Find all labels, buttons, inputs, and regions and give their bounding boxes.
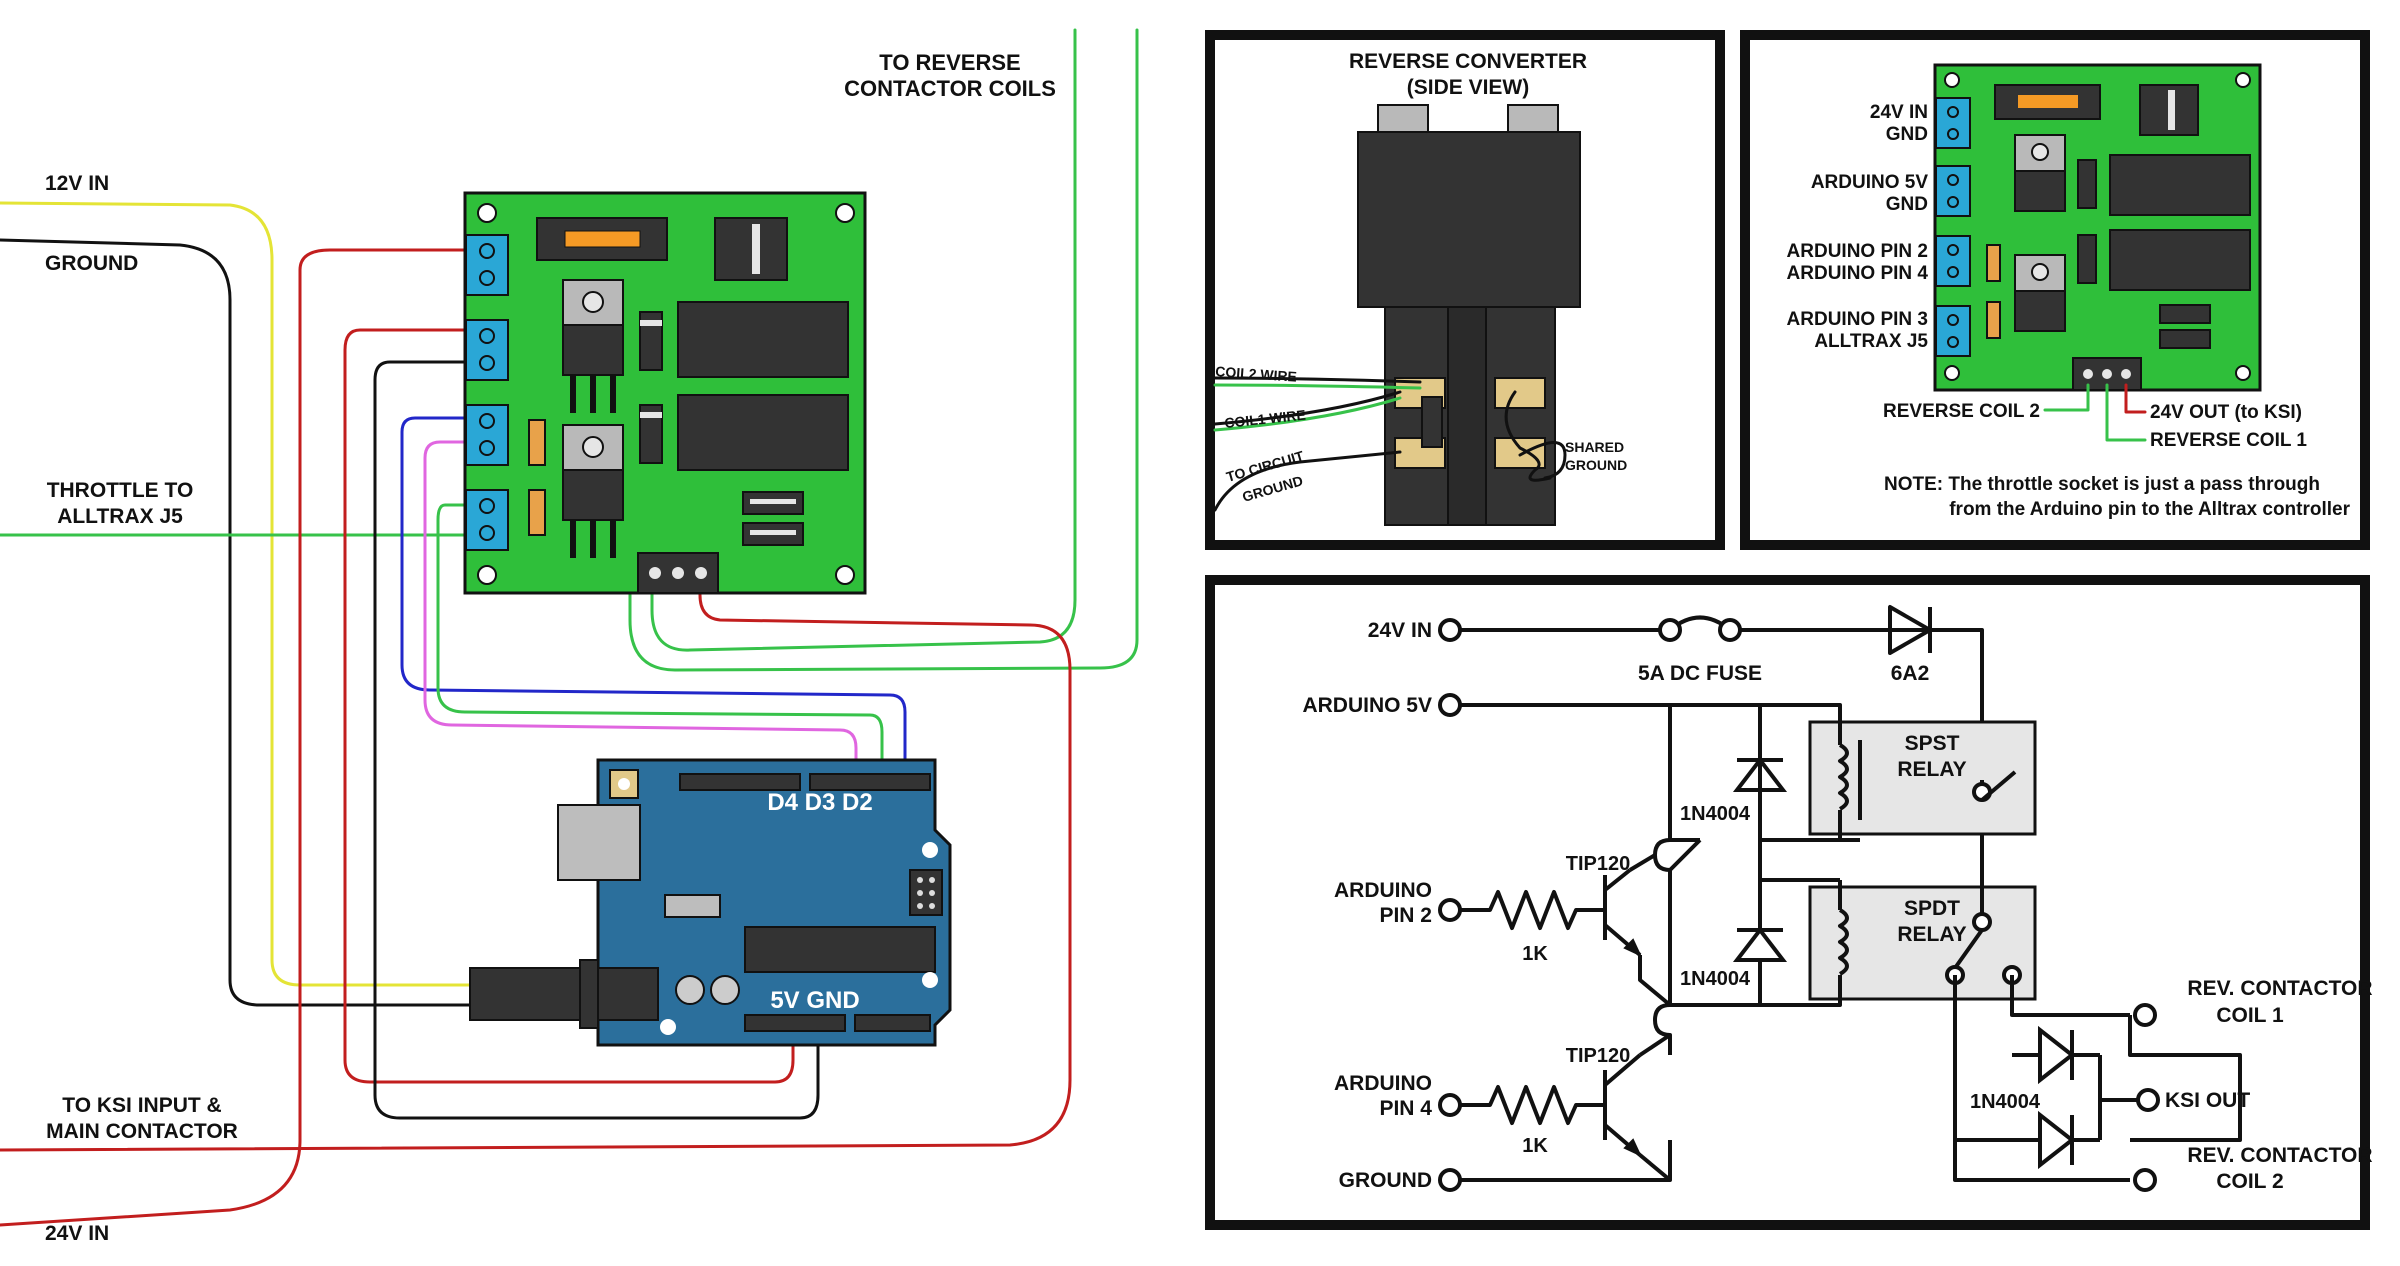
wires [0, 28, 1139, 1227]
pinout-arduino-pin3: ARDUINO PIN 3 [1787, 309, 1928, 330]
label-throttle-1: THROTTLE TO [47, 479, 194, 502]
pinout-alltrax-j5: ALLTRAX J5 [1814, 331, 1928, 352]
board-pinout-panel: 24V IN GND ARDUINO 5V GND ARDUINO PIN 2 … [1740, 30, 2370, 550]
note-line-2: from the Arduino pin to the Alltrax cont… [1949, 499, 2350, 520]
sch-relay2-2: RELAY [1897, 923, 1966, 946]
arduino-pin-labels: D4 D3 D2 [767, 789, 872, 816]
label-ksi-2: MAIN CONTACTOR [46, 1120, 238, 1143]
atmega-chip [744, 926, 936, 973]
sch-24v-in: 24V IN [1368, 619, 1432, 642]
sch-pin4-1: ARDUINO [1334, 1072, 1432, 1095]
shared-ground-label-2: GROUND [1565, 457, 1627, 473]
relay-bottom [677, 394, 849, 471]
label-12v-in: 12V IN [45, 172, 109, 195]
converter-title-1: REVERSE CONVERTER [1349, 50, 1587, 73]
wire-gnd-black [373, 360, 820, 1120]
label-reverse-coils-2: CONTACTOR COILS [844, 76, 1056, 101]
screw-terminals [465, 234, 509, 551]
main-diode [714, 217, 788, 281]
converter-body [1357, 131, 1581, 308]
wire-pin4-pink [423, 440, 858, 772]
sch-pin2-1: ARDUINO [1334, 879, 1432, 902]
sch-diode-out: 1N4004 [1970, 1091, 2041, 1113]
barrel-jack [469, 967, 581, 1021]
coil2-wire-label: COIL2 WIRE [1215, 363, 1298, 385]
sch-r1: 1K [1522, 943, 1548, 965]
arduino-power-labels: 5V GND [770, 987, 859, 1014]
converter-title-2: (SIDE VIEW) [1407, 76, 1530, 99]
spdt-relay [1808, 885, 2037, 1001]
pinout-gnd-2: GND [1886, 194, 1928, 215]
arduino-body [596, 758, 952, 1047]
label-ksi-1: TO KSI INPUT & [62, 1094, 221, 1117]
wire-ksi-red [0, 578, 1072, 1152]
label-ground: GROUND [45, 252, 138, 275]
schematic-frame [1205, 575, 2370, 1230]
pinout-arduino-pin4: ARDUINO PIN 4 [1787, 263, 1929, 284]
wire-5v-red [343, 328, 795, 1084]
sch-pin4-2: PIN 4 [1379, 1097, 1432, 1120]
wire-12v-yellow [0, 201, 472, 987]
pinout-arduino-pin2: ARDUINO PIN 2 [1787, 241, 1928, 262]
relay-board [463, 191, 867, 595]
pinout-24v-in: 24V IN [1870, 102, 1928, 123]
label-reverse-coils-1: TO REVERSE [879, 50, 1020, 75]
label-throttle-2: ALLTRAX J5 [57, 505, 183, 528]
sch-relay1-1: SPST [1905, 732, 1960, 755]
wiring-labels: TO REVERSE CONTACTOR COILS 12V IN GROUND… [45, 50, 1056, 1245]
sch-pin2-2: PIN 2 [1379, 904, 1432, 927]
pinout-arduino-5v: ARDUINO 5V [1811, 172, 1929, 193]
sch-flyback-2: 1N4004 [1680, 968, 1751, 990]
wire-pin2-blue [400, 416, 907, 772]
sch-fuse: 5A DC FUSE [1638, 662, 1762, 685]
sch-r2: 1K [1522, 1135, 1548, 1157]
note-line-1: NOTE: The throttle socket is just a pass… [1884, 474, 2320, 495]
sch-arduino-5v: ARDUINO 5V [1302, 694, 1432, 717]
sch-ksi-out: KSI OUT [2165, 1089, 2250, 1112]
sch-flyback-1: 1N4004 [1680, 803, 1751, 825]
pinout-reverse-coil-1: REVERSE COIL 1 [2150, 430, 2307, 451]
pinout-24v-out: 24V OUT (to KSI) [2150, 402, 2302, 423]
pinout-reverse-coil-2: REVERSE COIL 2 [1883, 401, 2040, 422]
wire-reverse-coil-b [628, 28, 1139, 672]
sch-rev-coil2-2: COIL 2 [2216, 1170, 2283, 1193]
sch-rev-coil1-1: REV. CONTACTOR [2187, 977, 2372, 1000]
sch-relay1-2: RELAY [1897, 758, 1966, 781]
sch-relay2-1: SPDT [1904, 897, 1960, 920]
reverse-converter-panel: REVERSE CONVERTER (SIDE VIEW) COIL2 WIRE… [1205, 30, 1725, 550]
spst-relay [1808, 720, 2037, 836]
label-24v-in: 24V IN [45, 1222, 109, 1245]
relay-top [677, 301, 849, 378]
pinout-gnd-1: GND [1886, 124, 1928, 145]
wire-pin3-green [436, 503, 884, 772]
sch-ground: GROUND [1339, 1169, 1432, 1192]
arduino-board: D4 D3 D2 5V GND [469, 758, 952, 1047]
sch-diode-6a2: 6A2 [1891, 662, 1930, 685]
sch-tip120-bottom: TIP120 [1566, 1045, 1630, 1067]
sch-rev-coil2-1: REV. CONTACTOR [2187, 1144, 2372, 1167]
wire-ground-black [0, 238, 472, 1007]
shared-ground-label-1: SHARED [1565, 439, 1624, 455]
wire-24v-red [0, 248, 470, 1227]
wire-reverse-coil-a [650, 28, 1077, 652]
schematic-panel: 24V IN 5A DC FUSE 6A2 ARDUINO 5V SPST RE… [1205, 575, 2373, 1230]
sch-tip120-top: TIP120 [1566, 853, 1630, 875]
sch-rev-coil1-2: COIL 1 [2216, 1004, 2284, 1027]
usb-port [557, 804, 641, 881]
